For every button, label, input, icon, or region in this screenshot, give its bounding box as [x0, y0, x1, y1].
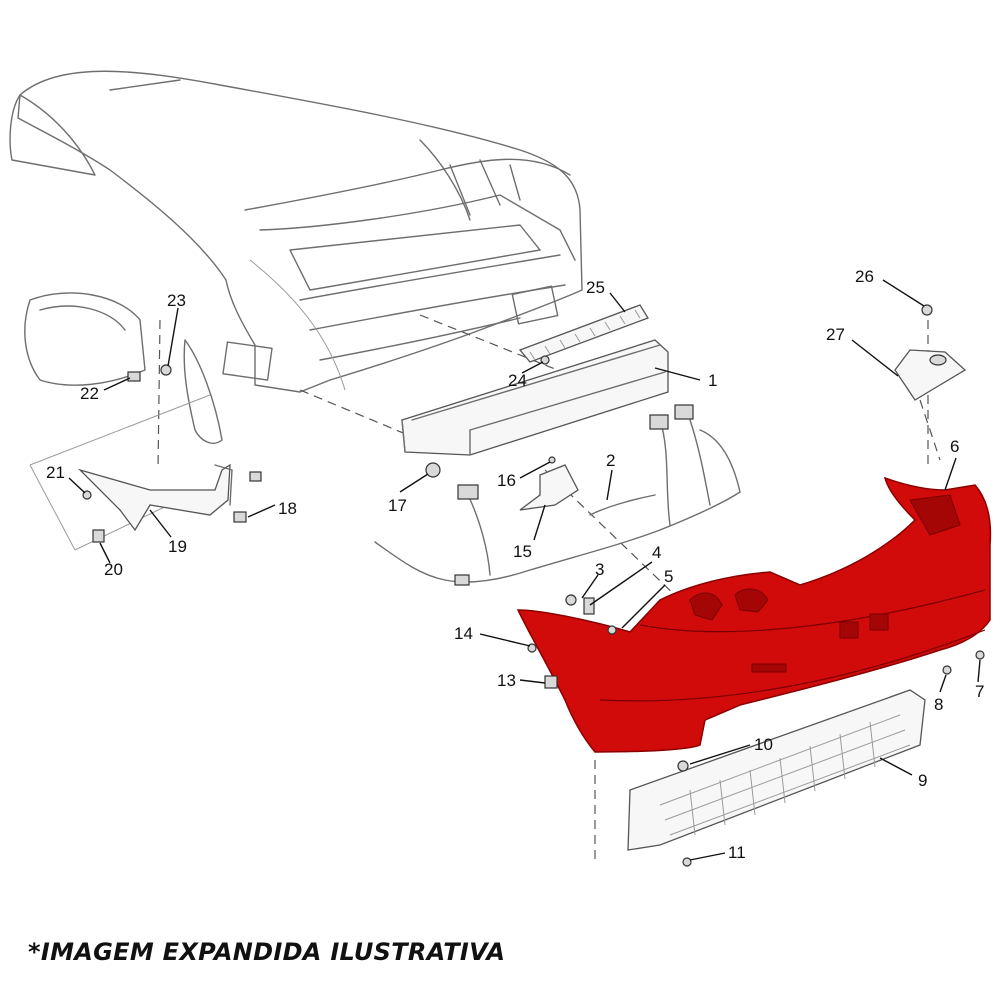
callout-25: 25 [586, 278, 605, 297]
callout-14: 14 [454, 624, 473, 643]
callout-3: 3 [595, 560, 604, 579]
wiring-harness [374, 404, 741, 586]
callout-5: 5 [664, 567, 673, 586]
callout-9: 9 [918, 771, 927, 790]
callout-26: 26 [855, 267, 874, 286]
upper-side-bracket [894, 349, 967, 401]
callout-19: 19 [168, 537, 187, 556]
callout-7: 7 [975, 682, 984, 701]
callout-24: 24 [508, 371, 527, 390]
fasteners [82, 304, 985, 867]
alignment-lines [157, 314, 941, 865]
callout-16: 16 [497, 471, 516, 490]
callout-11: 11 [728, 843, 746, 862]
callout-22: 22 [80, 384, 99, 403]
callout-18: 18 [278, 499, 297, 518]
callout-1: 1 [708, 371, 717, 390]
callout-17: 17 [388, 496, 407, 515]
callout-20: 20 [104, 560, 123, 579]
callout-2: 2 [606, 451, 615, 470]
callout-15: 15 [513, 542, 532, 561]
callout-27: 27 [826, 325, 845, 344]
lower-energy-absorber [627, 689, 926, 851]
leader-lines [68, 279, 981, 861]
sensor-bracket [519, 464, 579, 511]
car-body-outline [9, 70, 583, 444]
callout-10: 10 [754, 735, 773, 754]
side-bracket [77, 463, 233, 532]
callout-8: 8 [934, 695, 943, 714]
upper-absorber [518, 304, 649, 363]
callout-4: 4 [652, 543, 661, 562]
callout-13: 13 [497, 671, 516, 690]
callout-6: 6 [950, 437, 959, 456]
illustrative-image-disclaimer: *IMAGEM EXPANDIDA ILUSTRATIVA [28, 938, 506, 966]
callout-23: 23 [167, 291, 186, 310]
callout-21: 21 [46, 463, 65, 482]
reinforcement-bar [401, 339, 669, 456]
rear-bumper-fascia [516, 476, 992, 753]
callout-labels: 1 2 3 4 5 6 7 8 9 10 11 12 13 14 15 16 1… [46, 267, 984, 862]
